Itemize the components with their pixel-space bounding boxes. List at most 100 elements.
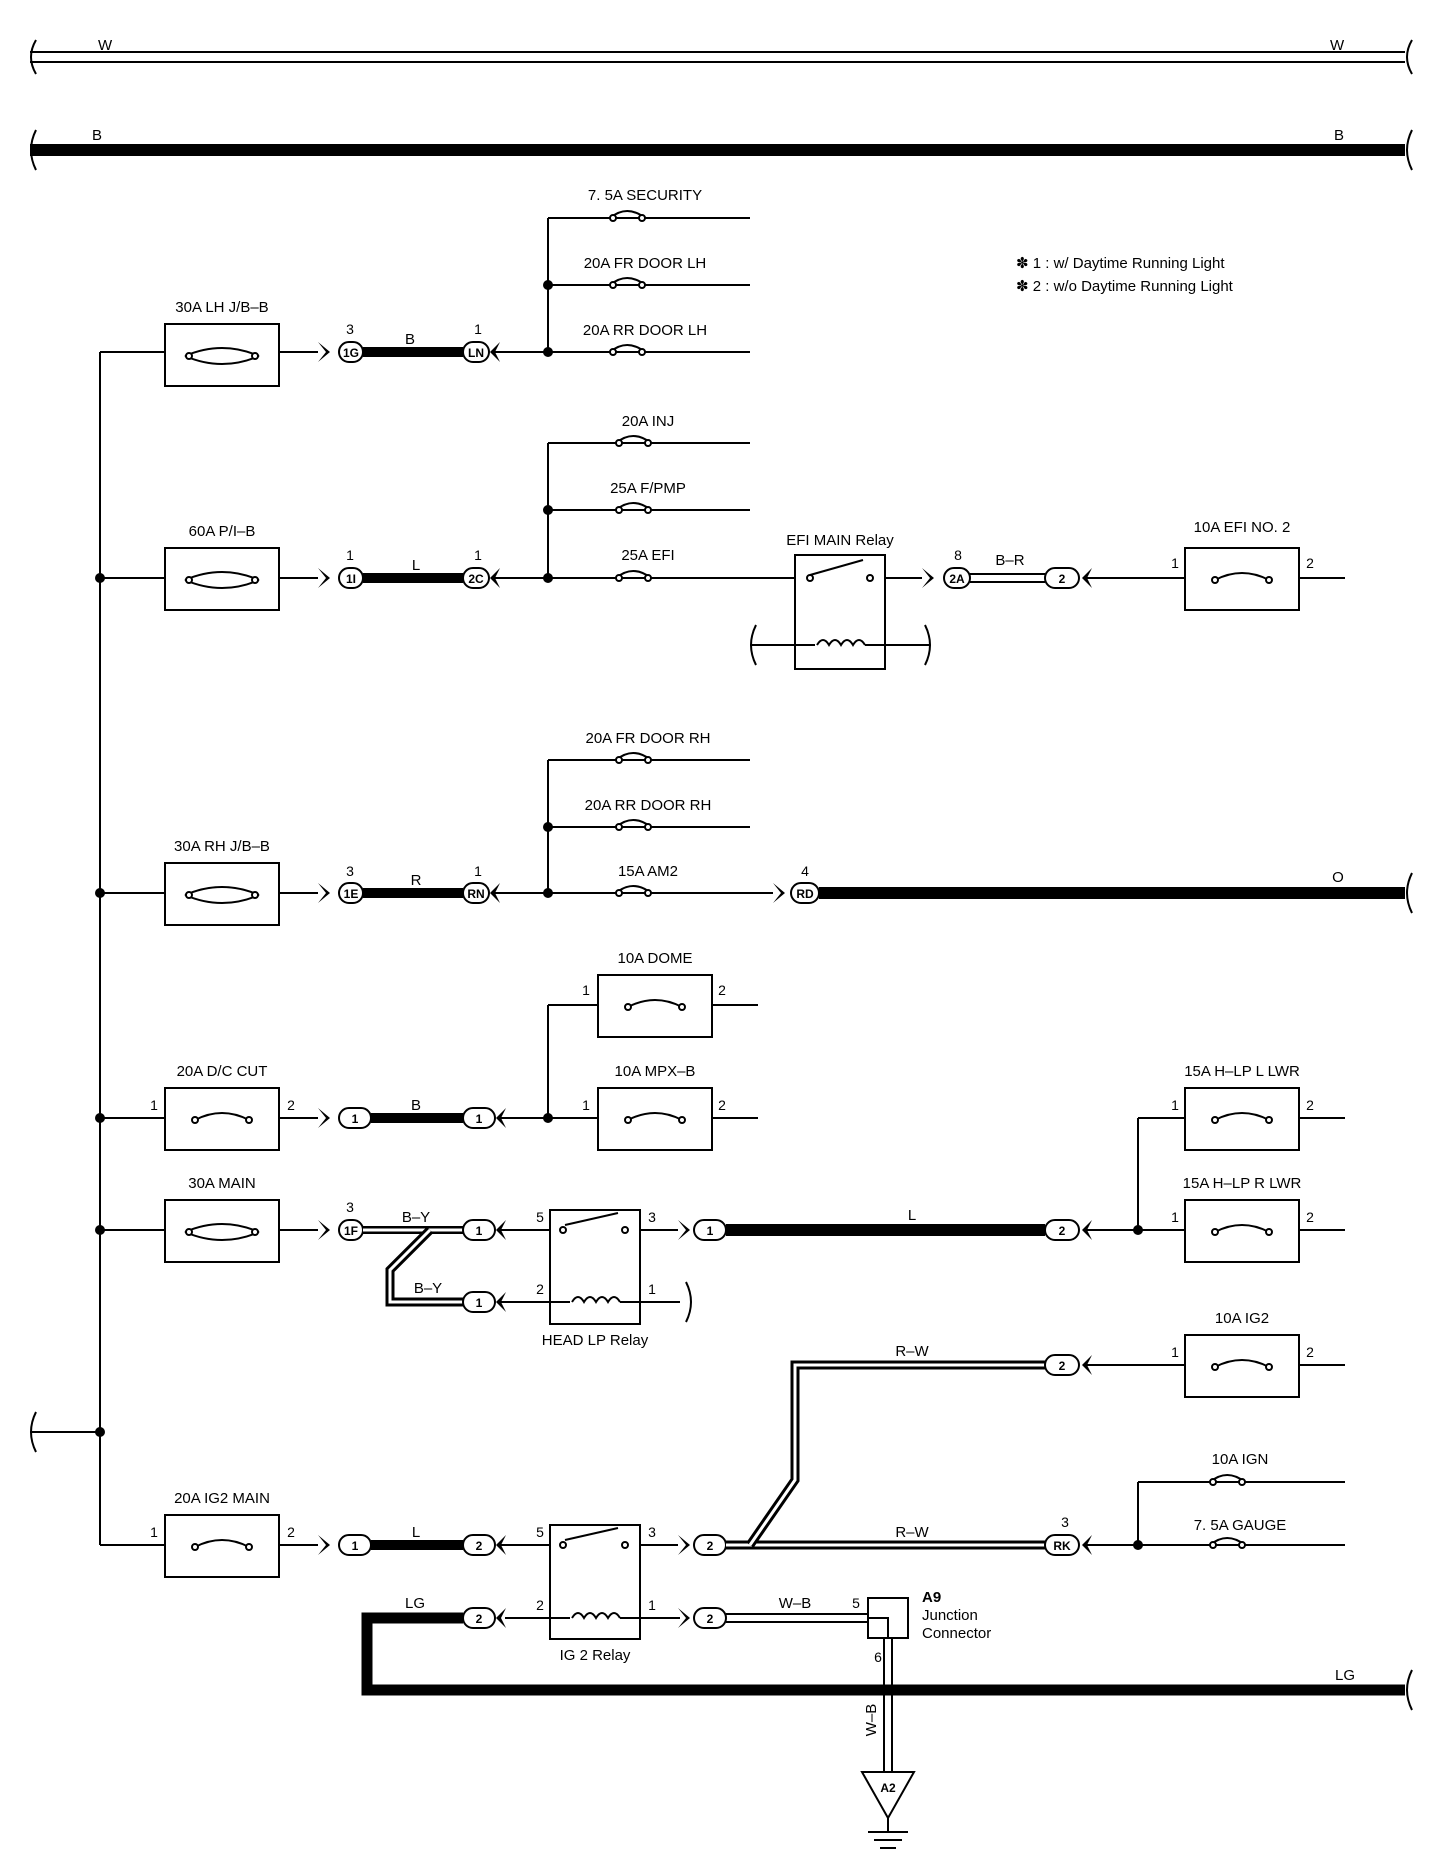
fuse-15a-hlp-l-lwr xyxy=(1184,1087,1300,1151)
pin-label: 3 xyxy=(648,1524,656,1540)
pin-label: 3 xyxy=(648,1209,656,1225)
wire-label: B–Y xyxy=(414,1280,442,1297)
connector-id: 2A xyxy=(949,572,965,586)
connector-ln xyxy=(462,341,490,363)
connector-id: LN xyxy=(468,346,484,360)
pin-label: 3 xyxy=(1061,1514,1069,1530)
fuse-label: 30A MAIN xyxy=(188,1175,256,1192)
wire-label: B xyxy=(411,1097,421,1114)
wire-label: L xyxy=(412,557,420,574)
fuse-10a-efi-no2 xyxy=(1184,547,1300,611)
connector-id: RK xyxy=(1053,1539,1071,1553)
junction-line2: Connector xyxy=(922,1625,991,1642)
pin-label: 3 xyxy=(346,1199,354,1215)
pin-label: 2 xyxy=(287,1524,295,1540)
row-ig2-main: 20A IG2 MAIN 1 2 1 L 2 5 IG 2 Relay 2 3 … xyxy=(150,1310,1413,1849)
main-bus xyxy=(30,351,165,1546)
pin-label: 2 xyxy=(1306,1209,1314,1225)
junction-line1: Junction xyxy=(922,1607,978,1624)
note-1: ✽ 1 : w/ Daytime Running Light xyxy=(1016,255,1225,272)
pin-label: 1 xyxy=(474,863,482,879)
pin-label: 2 xyxy=(536,1281,544,1297)
branch-fpmp: 25A F/PMP xyxy=(610,480,686,497)
wire-w-label-right: W xyxy=(1330,37,1345,54)
pin-label: 8 xyxy=(954,547,962,563)
wire-label: LG xyxy=(1335,1667,1355,1684)
fuse-label: 60A P/I–B xyxy=(189,523,256,540)
fuse-label: 10A IG2 xyxy=(1215,1310,1269,1327)
connector-id: 2 xyxy=(476,1539,483,1553)
connector-2 xyxy=(462,1607,496,1629)
wire-label: R–W xyxy=(895,1524,929,1541)
connector-2 xyxy=(693,1607,727,1629)
fuse-30a-rh-jb xyxy=(164,862,280,926)
break-mark xyxy=(30,1411,37,1453)
pin-label: 4 xyxy=(801,863,809,879)
branch-rr-door-rh: 20A RR DOOR RH xyxy=(585,797,712,814)
wire-label: W–B xyxy=(779,1595,812,1612)
branch-fr-door-rh: 20A FR DOOR RH xyxy=(585,730,710,747)
wire-label: W–B xyxy=(863,1704,880,1737)
branch-rr-door-lh: 20A RR DOOR LH xyxy=(583,322,707,339)
connector-id: 2C xyxy=(468,572,484,586)
wire-label: R–W xyxy=(895,1343,929,1360)
break-mark xyxy=(1406,39,1413,75)
connector-id: 1 xyxy=(352,1539,359,1553)
fuse-label: 10A DOME xyxy=(617,950,692,967)
note-2: ✽ 2 : w/o Daytime Running Light xyxy=(1016,278,1234,295)
break-mark xyxy=(1406,1669,1413,1711)
pin-label: 5 xyxy=(536,1524,544,1540)
connector-id: 1 xyxy=(476,1112,483,1126)
fuse-label: 20A IG2 MAIN xyxy=(174,1490,270,1507)
fuse-label: 30A LH J/B–B xyxy=(175,299,268,316)
fuse-10a-ig2 xyxy=(1184,1334,1300,1398)
pin-label: 3 xyxy=(346,321,354,337)
pin-label: 2 xyxy=(287,1097,295,1113)
connector-2 xyxy=(1044,1354,1080,1376)
row-rh-jb: 30A RH J/B–B 3 1E R 1 RN 20A FR DOOR RH … xyxy=(164,730,1413,926)
row-pib: 60A P/I–B 1 1I L 1 2C 20A INJ 25A F/PMP … xyxy=(164,413,1345,670)
pin-label: 1 xyxy=(582,1097,590,1113)
connector-id: 2 xyxy=(1059,572,1066,586)
pin-label: 2 xyxy=(1306,555,1314,571)
relay-label: HEAD LP Relay xyxy=(542,1332,649,1349)
connector-2 xyxy=(1044,1219,1080,1241)
connector-rn xyxy=(462,882,490,904)
pin-label: 6 xyxy=(874,1649,882,1665)
wire-w-label-left: W xyxy=(98,37,113,54)
connector-id: RN xyxy=(467,887,484,901)
break-mark xyxy=(924,624,931,666)
break-mark xyxy=(30,39,37,75)
connector-id: 1G xyxy=(343,346,359,360)
branch-am2: 15A AM2 xyxy=(618,863,678,880)
wire-label: R xyxy=(411,872,422,889)
pin-label: 1 xyxy=(582,982,590,998)
connector-id: 1 xyxy=(352,1112,359,1126)
connector-id: 1 xyxy=(476,1296,483,1310)
fuse-label: 10A MPX–B xyxy=(615,1063,696,1080)
connector-rk xyxy=(1044,1534,1080,1556)
pin-label: 2 xyxy=(718,982,726,998)
wire-label: L xyxy=(412,1524,420,1541)
connector-id: 1 xyxy=(707,1224,714,1238)
row-main: 30A MAIN 3 1F B–Y B–Y 1 1 5 2 HEAD LP Re… xyxy=(164,1063,1345,1349)
pin-label: 5 xyxy=(536,1209,544,1225)
relay-coil xyxy=(816,639,866,647)
fuse-30a-main xyxy=(164,1199,280,1263)
wire-label: L xyxy=(908,1207,916,1224)
fuse-20a-dc-cut xyxy=(164,1087,280,1151)
branch-security: 7. 5A SECURITY xyxy=(588,187,702,204)
branch-ign: 10A IGN xyxy=(1212,1451,1269,1468)
pin-label: 2 xyxy=(1306,1097,1314,1113)
fuse-label: 30A RH J/B–B xyxy=(174,838,270,855)
wire-label: B–Y xyxy=(402,1209,430,1226)
connector-id: 1 xyxy=(476,1224,483,1238)
connector-id: RD xyxy=(796,887,814,901)
relay-coil xyxy=(571,1296,621,1304)
top-bus-b: B B xyxy=(30,127,1413,171)
connector-id: 1I xyxy=(346,572,356,586)
connector-id: 1E xyxy=(344,887,359,901)
branch-efi: 25A EFI xyxy=(621,547,674,564)
connector-id: 2 xyxy=(1059,1359,1066,1373)
